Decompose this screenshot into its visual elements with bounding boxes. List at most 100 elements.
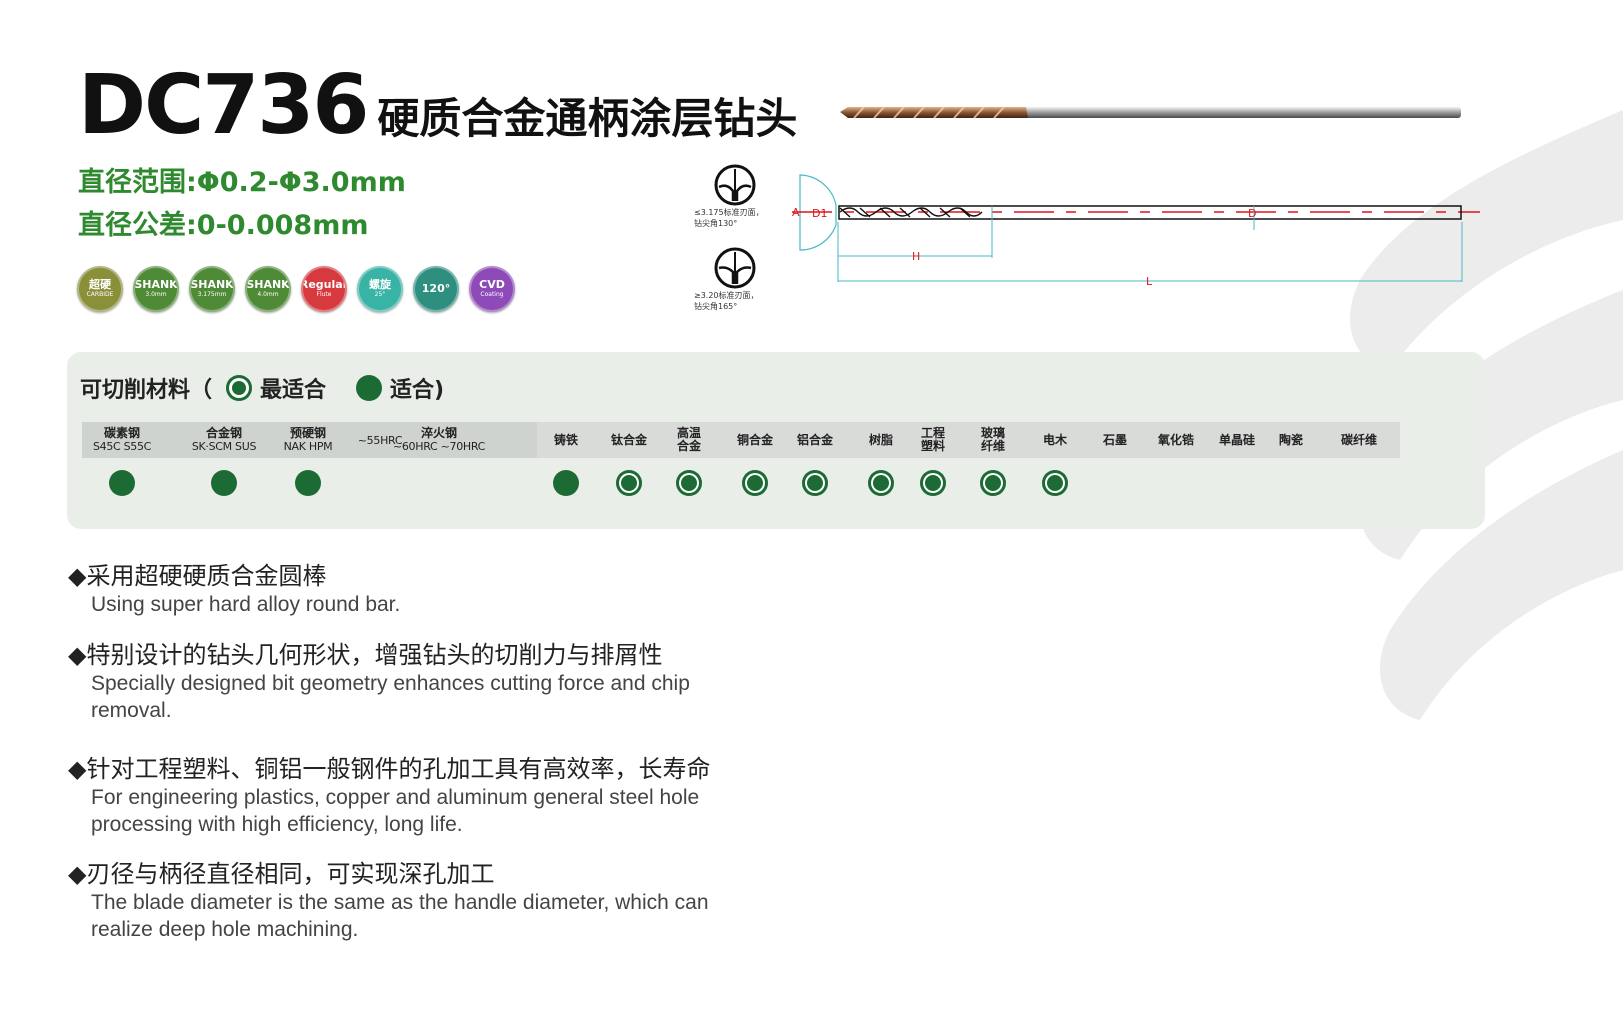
material-column-header: ~55HRC	[340, 422, 420, 458]
material-sub: ~60HRC ~70HRC	[392, 440, 486, 453]
feature-cn: ◆针对工程塑料、铜铝一般钢件的孔加工具有高效率，长寿命	[68, 755, 711, 783]
material-column-header: 石墨	[1075, 422, 1155, 458]
material-column-header: 钛合金	[589, 422, 669, 458]
material-sub: NAK HPM	[283, 440, 333, 453]
material-name: 工程 塑料	[920, 426, 945, 453]
feature-en: Using super hard alloy round bar.	[91, 593, 401, 616]
model-number: DC736	[78, 58, 369, 153]
legend-best-icon	[226, 375, 253, 401]
drill-tip-130-icon	[714, 164, 756, 206]
material-column-header: 碳纤维	[1319, 422, 1399, 458]
material-column-header: 氧化锆	[1136, 422, 1216, 458]
suitable-mark-icon	[616, 470, 642, 496]
tip-165-label: ≥3.20标准刃面， 钻尖角165°	[694, 291, 759, 311]
diameter-tolerance: 直径公差:0-0.008mm	[78, 210, 369, 241]
feature-en: Specially designed bit geometry enhances…	[91, 672, 690, 722]
tip-angle-130: ≤3.175标准刃面， 钻尖角130°	[690, 163, 780, 229]
label-d: D	[1248, 207, 1256, 220]
drill-technical-drawing: A D1 D H L	[792, 174, 1480, 288]
material-name: 电木	[1042, 432, 1067, 447]
feature-item: ◆特别设计的钻头几何形状，增强钻头的切削力与排屑性 Specially desi…	[68, 640, 768, 724]
material-name: 高温 合金	[676, 426, 701, 453]
material-name: 铝合金	[796, 432, 833, 447]
best-mark-icon	[553, 470, 579, 496]
label-h: H	[912, 250, 920, 263]
material-column-header: 铸铁	[526, 422, 606, 458]
material-name: 碳纤维	[1340, 432, 1377, 447]
feature-item: ◆针对工程塑料、铜铝一般钢件的孔加工具有高效率，长寿命 For engineer…	[68, 754, 768, 838]
material-name: 碳素钢	[103, 426, 140, 440]
drill-tip-165-icon	[714, 247, 756, 289]
badge-sub-label: CARBIDE	[86, 291, 114, 298]
material-name: 淬火钢	[420, 426, 457, 440]
product-title: DC736 硬质合金通柄涂层钻头	[78, 58, 797, 153]
material-column-header: 工程 塑料	[893, 422, 973, 458]
badge-sub-label: 3.0mm	[145, 291, 167, 298]
best-mark-icon	[211, 470, 237, 496]
legend-ok-icon	[356, 375, 383, 401]
suitable-mark-icon	[868, 470, 894, 496]
material-column-header: 陶瓷	[1251, 422, 1331, 458]
tip-angle-165: ≥3.20标准刃面， 钻尖角165°	[690, 246, 780, 312]
product-name: 硬质合金通柄涂层钻头	[377, 94, 798, 143]
material-column-header: 淬火钢~60HRC ~70HRC	[393, 422, 485, 458]
badge-main-label: SHANK	[246, 278, 290, 291]
material-column-header: 铝合金	[775, 422, 855, 458]
material-name: 树脂	[868, 432, 893, 447]
badge-main-label: CVD	[479, 278, 505, 291]
material-name: 氧化锆	[1157, 432, 1194, 447]
material-name: 单晶硅	[1218, 432, 1255, 447]
badge-main-label: 超硬	[89, 278, 111, 291]
label-a: A	[792, 206, 800, 219]
material-name: 合金钢	[205, 426, 242, 440]
feature-cn: ◆特别设计的钻头几何形状，增强钻头的切削力与排屑性	[68, 641, 663, 669]
material-column-header: 单晶硅	[1197, 422, 1277, 458]
badge-sub-label: Flute	[316, 291, 332, 298]
label-l: L	[1146, 275, 1153, 288]
label-d1: D1	[812, 207, 827, 220]
feature-en: The blade diameter is the same as the ha…	[91, 891, 709, 941]
material-column-header: 高温 合金	[649, 422, 729, 458]
material-column-header: 电木	[1015, 422, 1095, 458]
material-name: 石墨	[1102, 432, 1127, 447]
legend-best-label: 最适合	[260, 378, 327, 403]
diameter-range: 直径范围:Φ0.2-Φ3.0mm	[78, 167, 406, 198]
feature-en: For engineering plastics, copper and alu…	[91, 786, 700, 836]
best-mark-icon	[109, 470, 135, 496]
badge-main-label: SHANK	[134, 278, 178, 291]
steel-header-segment	[82, 422, 537, 458]
material-sub: SK·SCM SUS	[191, 440, 257, 453]
badge-main-label: 120°	[421, 282, 451, 295]
best-mark-icon	[295, 470, 321, 496]
badge-sub-label: 25°	[374, 291, 386, 298]
material-name: 陶瓷	[1278, 432, 1303, 447]
tip-130-label: ≤3.175标准刃面， 钻尖角130°	[694, 208, 764, 228]
badge-main-label: Regular	[301, 278, 347, 291]
material-header-bar	[82, 422, 1400, 458]
suitable-mark-icon	[802, 470, 828, 496]
feature-cn: ◆刃径与柄径直径相同，可实现深孔加工	[68, 860, 495, 888]
material-name: 玻璃 纤维	[980, 426, 1005, 453]
material-sub: ~55HRC	[357, 433, 403, 447]
feature-item: ◆刃径与柄径直径相同，可实现深孔加工 The blade diameter is…	[68, 859, 768, 943]
suitable-mark-icon	[1042, 470, 1068, 496]
suitable-mark-icon	[676, 470, 702, 496]
suitable-mark-icon	[980, 470, 1006, 496]
suitable-mark-icon	[920, 470, 946, 496]
material-name: 预硬钢	[289, 426, 326, 440]
material-name: 铜合金	[736, 432, 773, 447]
legend-ok-label: 适合)	[390, 378, 445, 403]
material-heading-text: 可切削材料（	[80, 378, 213, 403]
badge-sub-label: 4.0mm	[257, 291, 279, 298]
